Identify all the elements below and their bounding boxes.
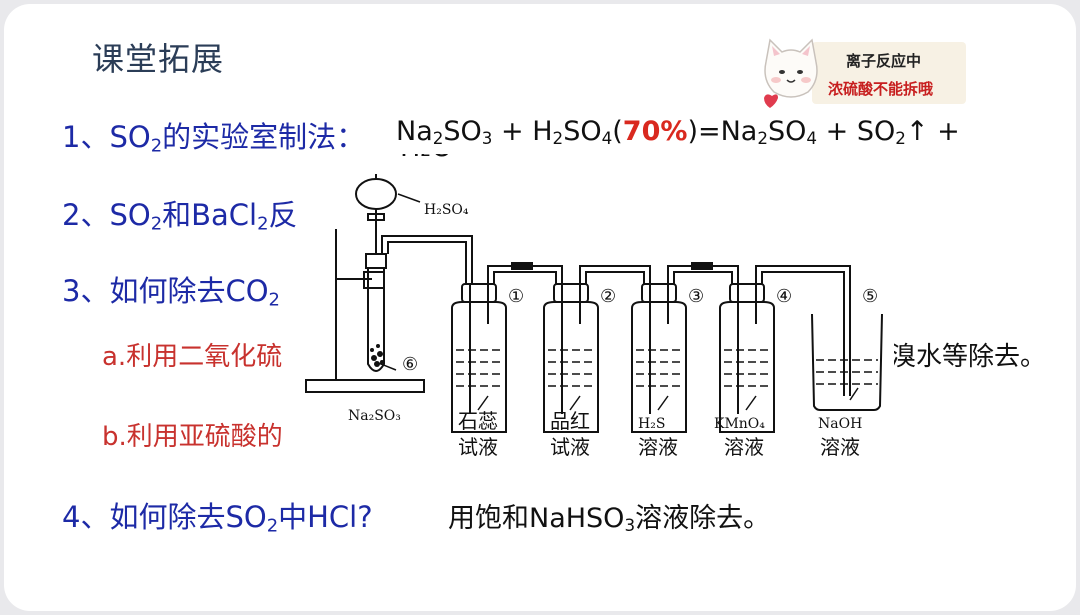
item-3a-tail: 溴水等除去。 (890, 342, 1047, 372)
sticker-line-2: 浓硫酸不能拆哦 (828, 80, 934, 98)
bottle-3 (631, 301, 687, 433)
beaker-label-2: 溶液 (820, 435, 860, 459)
apparatus-diagram: H₂SO₄ ⑥ Na₂SO₃ ① 石蕊 试液 ② 品红 试液 ③ H₂S 溶液 … (302, 174, 894, 474)
item-3b-text: b.利用亚硫酸的 (102, 422, 283, 452)
bottle-4-label-1: KMnO₄ (714, 416, 765, 432)
beaker-number: ⑤ (862, 286, 878, 307)
flask-stopper (365, 253, 387, 269)
sticker-note (812, 42, 966, 104)
item-2-question: 2、SO2和BaCl2反 (62, 198, 298, 235)
flask-number: ⑥ (402, 354, 418, 375)
reaction-equation: Na2SO3 + H2SO4(70%)=Na2SO4 + SO2↑ + (396, 116, 960, 149)
bottle-1-number: ① (508, 286, 524, 307)
cat-mascot-icon (756, 32, 826, 112)
bottle-1 (451, 301, 507, 433)
item-3a-text: a.利用二氧化硫 (102, 342, 283, 372)
bottle-2 (543, 301, 599, 433)
bottle-3-label-1: H₂S (638, 416, 665, 432)
item-1-question: 1、SO2的实验室制法： (62, 120, 366, 157)
equation-clipped-line: H₂O (396, 154, 476, 164)
slide-title: 课堂拓展 (92, 40, 225, 78)
bottle-4-stopper (729, 283, 765, 303)
sticker-line-1: 离子反应中 (846, 52, 922, 70)
stand-base (305, 379, 425, 393)
bottle-1-stopper (461, 283, 497, 303)
reaction-flask (367, 268, 385, 372)
bottle-2-label-2: 试液 (550, 435, 590, 459)
acid-label: H₂SO₄ (424, 202, 469, 218)
bottle-3-number: ③ (688, 286, 704, 307)
item-4-answer: 用饱和NaHSO3溶液除去。 (448, 503, 771, 536)
bottle-3-label-2: 溶液 (638, 435, 678, 459)
acid-concentration: 70% (622, 116, 688, 147)
item-3-question: 3、如何除去CO2 (62, 274, 280, 311)
bottle-2-stopper (553, 283, 589, 303)
beaker-label-1: NaOH (818, 416, 862, 432)
bottle-2-label-1: 品红 (550, 409, 590, 433)
bottle-4 (719, 301, 775, 433)
bottle-3-stopper (641, 283, 677, 303)
bottle-2-number: ② (600, 286, 616, 307)
item-4-question: 4、如何除去SO2中HCl? (62, 500, 373, 537)
bottle-4-label-2: 溶液 (724, 435, 764, 459)
bottle-4-number: ④ (776, 286, 792, 307)
bottle-1-label-1: 石蕊 (458, 409, 498, 433)
slide: 课堂拓展 1、SO2的实验室制法： Na2SO3 + H2SO4(70%)=Na… (4, 4, 1076, 611)
flask-label: Na₂SO₃ (348, 408, 401, 424)
beaker (811, 313, 883, 411)
bottle-1-label-2: 试液 (458, 435, 498, 459)
separatory-funnel (355, 178, 397, 210)
